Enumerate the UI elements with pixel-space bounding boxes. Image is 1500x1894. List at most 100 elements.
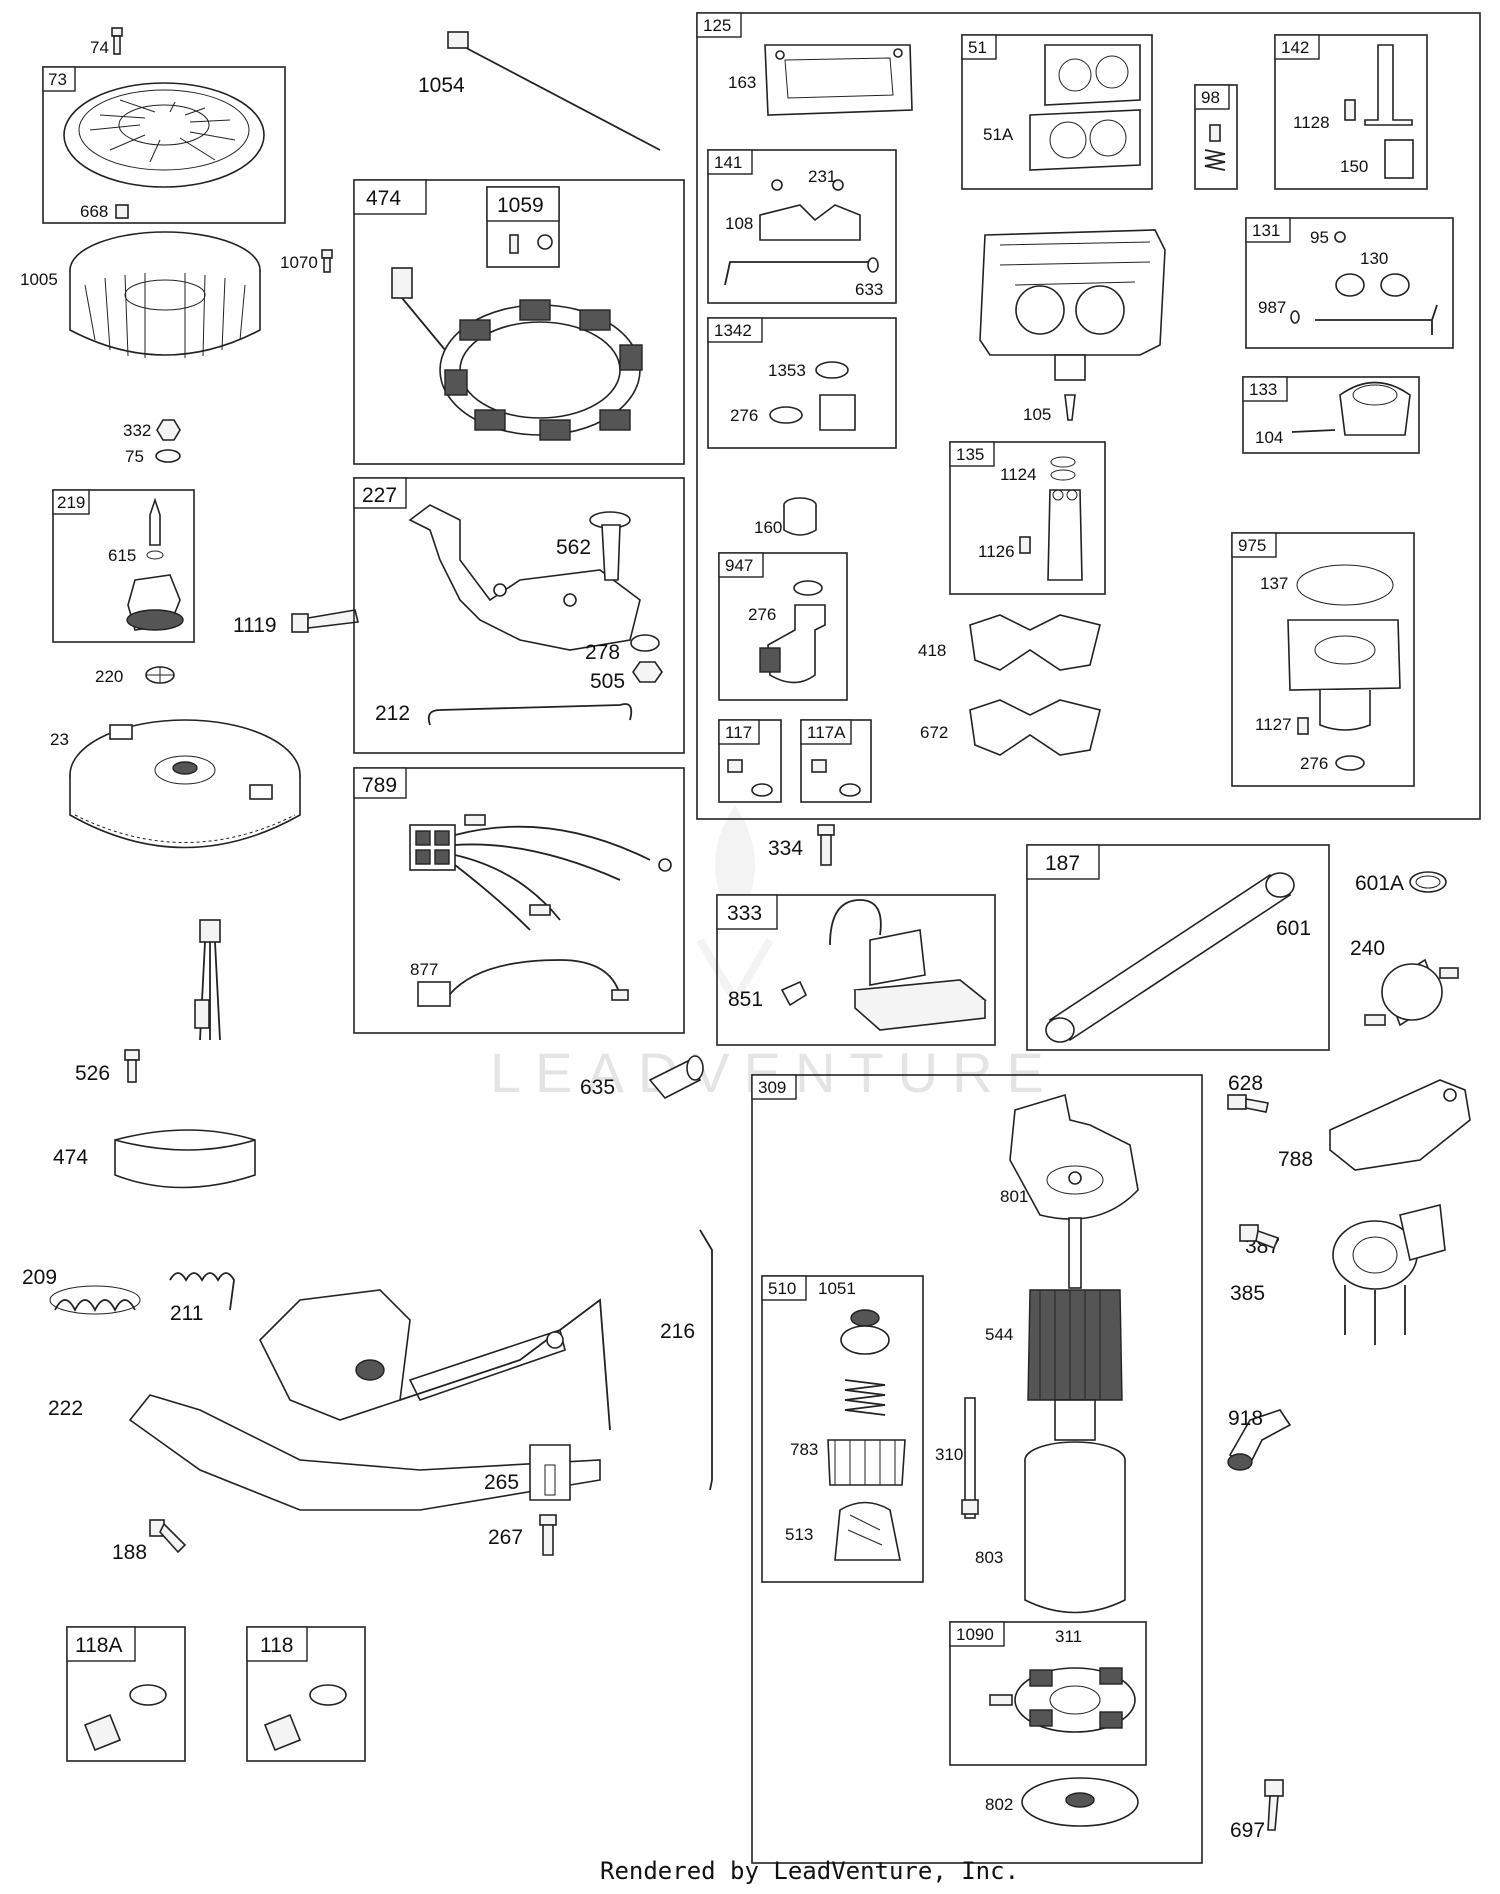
box-135: [949, 441, 1106, 595]
screw-1070: [321, 249, 333, 273]
gasket-418: [969, 614, 1101, 671]
callout-276-c: 276: [1300, 754, 1328, 773]
screw-1127: [1297, 717, 1309, 735]
callout-697: 697: [1230, 1819, 1265, 1842]
callout-1353: 1353: [768, 361, 806, 380]
callout-276-b: 276: [748, 605, 776, 624]
box-label-125: 125: [703, 16, 731, 35]
callout-231: 231: [808, 167, 836, 186]
screw-1119: [291, 609, 359, 633]
box-label-117: 117: [725, 723, 752, 742]
wire-harness: [409, 814, 672, 931]
box-219: [52, 489, 195, 643]
callout-783: 783: [790, 1440, 818, 1459]
callout-150: 150: [1340, 157, 1368, 176]
callout-163: 163: [728, 73, 756, 92]
governor-pin: [149, 497, 161, 546]
bracket-788: [1329, 1079, 1471, 1171]
brush-holder-1090: [989, 1667, 1136, 1733]
box-label-227: 227: [362, 484, 397, 507]
box-label-118A: 118A: [75, 1634, 123, 1657]
callout-212: 212: [375, 702, 410, 725]
callout-51A: 51A: [983, 125, 1014, 144]
plug-118: [263, 1684, 347, 1752]
callout-220: 220: [95, 667, 123, 686]
seal-276-a: [769, 406, 803, 424]
box-474: [353, 179, 685, 465]
gasket-163: [764, 44, 913, 116]
callout-601: 601: [1276, 917, 1311, 940]
callout-851: 851: [728, 988, 763, 1011]
screw-385: [1239, 1224, 1280, 1250]
nut-332: [156, 419, 181, 441]
callout-209: 209: [22, 1266, 57, 1289]
box-975: [1231, 532, 1415, 787]
throttle-plate-141: [724, 179, 879, 286]
callout-635: 635: [580, 1076, 615, 1099]
callout-505: 505: [590, 670, 625, 693]
callout-633: 633: [855, 280, 883, 299]
callout-267: 267: [488, 1526, 523, 1549]
cable-tie-1054: [452, 39, 661, 151]
box-label-975: 975: [1238, 536, 1266, 555]
callout-211: 211: [170, 1302, 203, 1325]
callout-265: 265: [484, 1471, 519, 1494]
hose-918: [1227, 1409, 1292, 1471]
box-131: [1245, 217, 1454, 349]
callout-615: 615: [108, 546, 136, 565]
box-142: [1274, 34, 1428, 190]
link-212: [427, 703, 633, 726]
callout-801: 801: [1000, 1187, 1028, 1206]
float-133: [1291, 381, 1411, 436]
fitting-1342: [819, 394, 856, 431]
box-label-131: 131: [1252, 221, 1280, 240]
clamp-601A: [1409, 871, 1447, 893]
box-label-135: 135: [956, 445, 984, 464]
callout-385: 385: [1230, 1282, 1265, 1305]
box-label-1342: 1342: [714, 321, 752, 340]
screw-267: [539, 1514, 557, 1556]
seal-1353: [815, 361, 849, 379]
callout-310: 310: [935, 1445, 963, 1464]
box-947: [718, 552, 848, 701]
governor-rod-216: [699, 1229, 713, 1491]
callout-104: 104: [1255, 428, 1283, 447]
callout-1051: 1051: [818, 1279, 856, 1298]
blower-screen: [63, 82, 265, 188]
solenoid-947: [759, 580, 826, 684]
spring-211: [169, 1272, 235, 1311]
callout-1126: 1126: [978, 542, 1015, 561]
callout-74: 74: [90, 38, 109, 57]
seal-276-c: [1335, 755, 1365, 771]
callout-1124: 1124: [1000, 465, 1037, 484]
callout-802: 802: [985, 1795, 1013, 1814]
rectifier-regulator: [114, 919, 256, 1189]
callout-672: 672: [920, 723, 948, 742]
box-187: [1026, 844, 1330, 1051]
adapter-975: [1287, 619, 1401, 731]
housing-803: [1024, 1441, 1126, 1614]
box-label-1059: 1059: [497, 194, 544, 217]
box-1342: [707, 317, 897, 449]
box-333: [716, 894, 996, 1046]
screw-628: [1227, 1094, 1269, 1113]
box-510: [761, 1275, 924, 1583]
jet-105: [1064, 394, 1076, 421]
callout-1070: 1070: [280, 253, 318, 272]
screw-526: [124, 1049, 140, 1083]
end-plate-802: [1021, 1777, 1139, 1827]
screw-334: [817, 824, 835, 866]
callout-526: 526: [75, 1062, 110, 1085]
box-label-510: 510: [768, 1279, 796, 1298]
callout-216: 216: [660, 1320, 695, 1343]
fuel-filter-240: [1364, 958, 1459, 1027]
callout-1128: 1128: [1293, 113, 1330, 132]
clip-265: [529, 1444, 571, 1501]
end-cap-801: [1009, 1093, 1139, 1220]
callout-668: 668: [80, 202, 108, 221]
callout-418: 418: [918, 641, 946, 660]
box-label-118: 118: [260, 1634, 293, 1657]
washer-278: [630, 634, 660, 652]
ignition-coil: [829, 899, 987, 1031]
box-label-187: 187: [1045, 852, 1080, 875]
